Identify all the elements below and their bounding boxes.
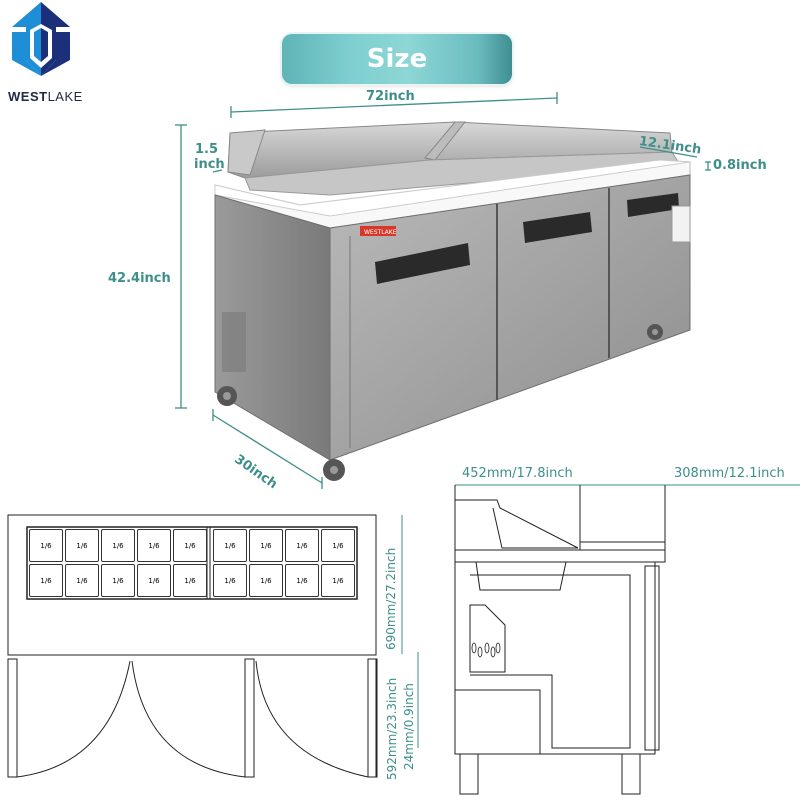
lid-height-label-line1: 1.5 (195, 142, 219, 157)
pan-cell: 1/6 (285, 529, 319, 562)
pan-cell: 1/6 (101, 529, 135, 562)
size-title-badge: Size (282, 34, 512, 84)
lid-height-label-line2: inch (194, 157, 225, 172)
pan-cell: 1/6 (65, 529, 99, 562)
total-height-label: 42.4inch (108, 271, 171, 286)
width-dimension-label: 72inch (366, 89, 415, 104)
brand-name: WESTLAKE (8, 89, 83, 104)
pan-cell: 1/6 (249, 529, 283, 562)
board-depth-308mm-label: 308mm/12.1inch (674, 466, 785, 481)
pan-cell: 1/6 (29, 564, 63, 597)
pan-grid: 1/6 1/6 1/6 1/6 1/6 1/6 1/6 1/6 1/6 1/6 … (29, 529, 355, 597)
pan-cell: 1/6 (249, 564, 283, 597)
westlake-product-label (360, 226, 396, 236)
brand-logo: WESTLAKE (4, 2, 94, 107)
pan-cell: 1/6 (213, 564, 247, 597)
pan-cell: 1/6 (173, 529, 207, 562)
board-thickness-label: 0.8inch (713, 158, 767, 173)
pan-cell: 1/6 (285, 564, 319, 597)
pan-row-2: 1/6 1/6 1/6 1/6 1/6 1/6 1/6 1/6 1/6 (29, 564, 355, 597)
pan-cell: 1/6 (101, 564, 135, 597)
svg-text:WESTLAKE: WESTLAKE (364, 229, 397, 236)
pan-cell: 1/6 (173, 564, 207, 597)
pan-cell: 1/6 (65, 564, 99, 597)
pan-cell: 1/6 (321, 529, 355, 562)
pan-cell: 1/6 (29, 529, 63, 562)
westlake-logo-icon (12, 2, 70, 76)
pan-cell: 1/6 (137, 529, 171, 562)
pan-row-1: 1/6 1/6 1/6 1/6 1/6 1/6 1/6 1/6 1/6 (29, 529, 355, 562)
upper-depth-452mm-label: 452mm/17.8inch (462, 466, 573, 481)
pan-cell: 1/6 (213, 529, 247, 562)
pan-cell: 1/6 (137, 564, 171, 597)
pan-cell: 1/6 (321, 564, 355, 597)
